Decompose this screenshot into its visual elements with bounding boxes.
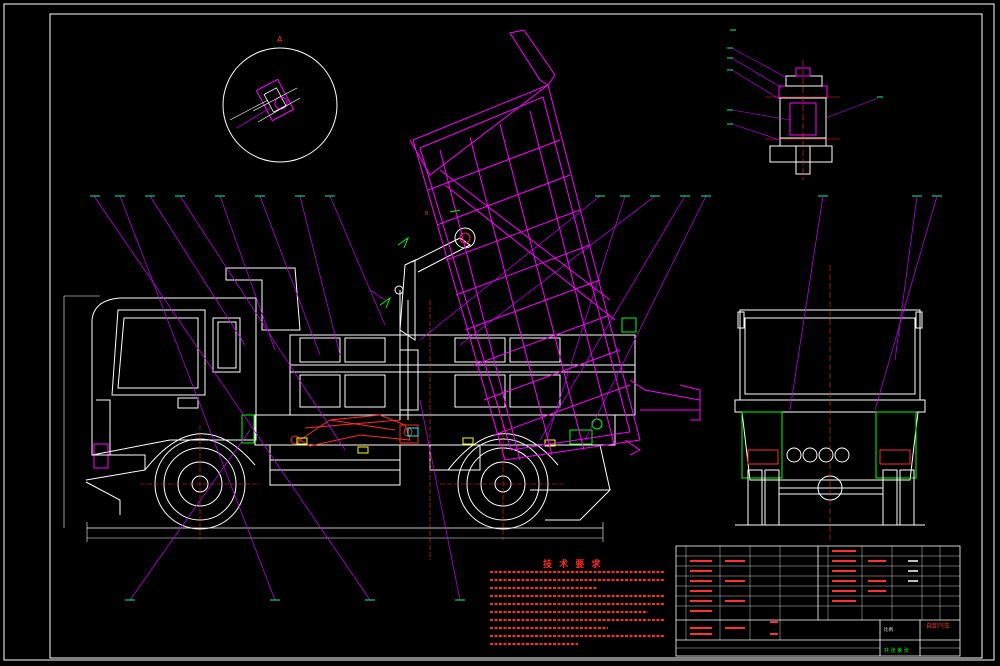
- sheet-label: 共 张 第 张: [884, 648, 909, 654]
- technical-notes-title: 技 术 要 求: [543, 560, 603, 570]
- outer-frame: [3, 3, 995, 661]
- balloon-ticks: [90, 195, 942, 601]
- detail-view-a: [222, 47, 338, 163]
- drawing-title: 自卸汽车: [926, 623, 951, 630]
- annotation-b-label: B: [425, 211, 429, 217]
- title-block: [675, 545, 961, 657]
- technical-notes-lines: [490, 571, 664, 645]
- detail-view-label: A: [277, 35, 283, 44]
- truck-rear-view: [734, 195, 938, 540]
- leader-lines-side-view: [93, 195, 707, 601]
- section-detail-top-right: [727, 29, 883, 180]
- truck-side-view: [63, 227, 637, 560]
- raised-tipper-body: [409, 29, 701, 461]
- annotation-arrows: [379, 209, 461, 309]
- scale-label: 比例: [884, 628, 893, 633]
- inner-frame: [49, 13, 983, 659]
